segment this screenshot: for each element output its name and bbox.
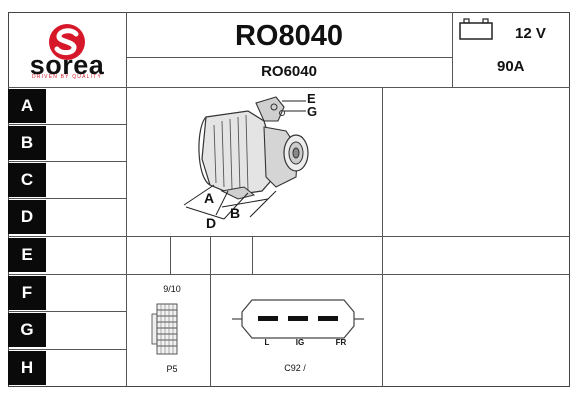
row-label-c: C <box>8 163 46 197</box>
connector-pin-ig: IG <box>295 338 305 347</box>
pulley-bottom-label: P5 <box>166 364 178 374</box>
sorea-logo-icon <box>49 24 85 60</box>
divider <box>126 12 127 387</box>
divider <box>8 274 570 275</box>
pulley-top-label: 9/10 <box>163 284 181 294</box>
pulley-icon <box>146 302 186 356</box>
divider <box>252 236 253 274</box>
brand-name: sorea <box>29 50 105 80</box>
diagram-label-b: B <box>230 205 241 221</box>
connector-icon <box>228 294 368 344</box>
row-label-a: A <box>8 89 46 123</box>
diagram-label-e: E <box>307 91 316 106</box>
row-label-d: D <box>8 200 46 234</box>
brand-tagline: DRIVEN BY QUALITY <box>31 74 103 80</box>
brand-logo: sorea DRIVEN BY QUALITY <box>10 14 124 86</box>
row-label-b: B <box>8 126 46 160</box>
divider <box>452 12 453 87</box>
sheet-border <box>8 12 570 387</box>
battery-icon <box>459 18 493 40</box>
divider <box>170 236 171 274</box>
divider <box>8 124 126 125</box>
amperage-value: 90A <box>497 58 525 75</box>
divider <box>382 87 383 387</box>
diagram-label-g: G <box>307 104 318 119</box>
divider <box>8 236 570 237</box>
row-label-f: F <box>8 276 46 310</box>
divider <box>210 236 211 387</box>
divider <box>8 87 570 88</box>
connector-pin-fr: FR <box>335 338 347 347</box>
divider <box>126 57 452 58</box>
sub-reference: RO6040 <box>261 63 317 80</box>
connector-pin-l: L <box>264 338 270 347</box>
row-label-g: G <box>8 313 46 347</box>
row-label-h: H <box>8 351 46 385</box>
divider <box>8 161 126 162</box>
main-reference: RO8040 <box>234 20 343 52</box>
divider <box>8 349 126 350</box>
row-label-e: E <box>8 238 46 272</box>
alternator-icon <box>183 96 309 220</box>
alternator-diagram: E G A B D <box>126 87 382 236</box>
connector-code: C92 / <box>284 363 306 373</box>
diagram-label-a: A <box>204 190 215 206</box>
voltage-value: 12 V <box>515 25 546 42</box>
divider <box>8 198 126 199</box>
divider <box>8 311 126 312</box>
diagram-label-d: D <box>206 215 217 231</box>
